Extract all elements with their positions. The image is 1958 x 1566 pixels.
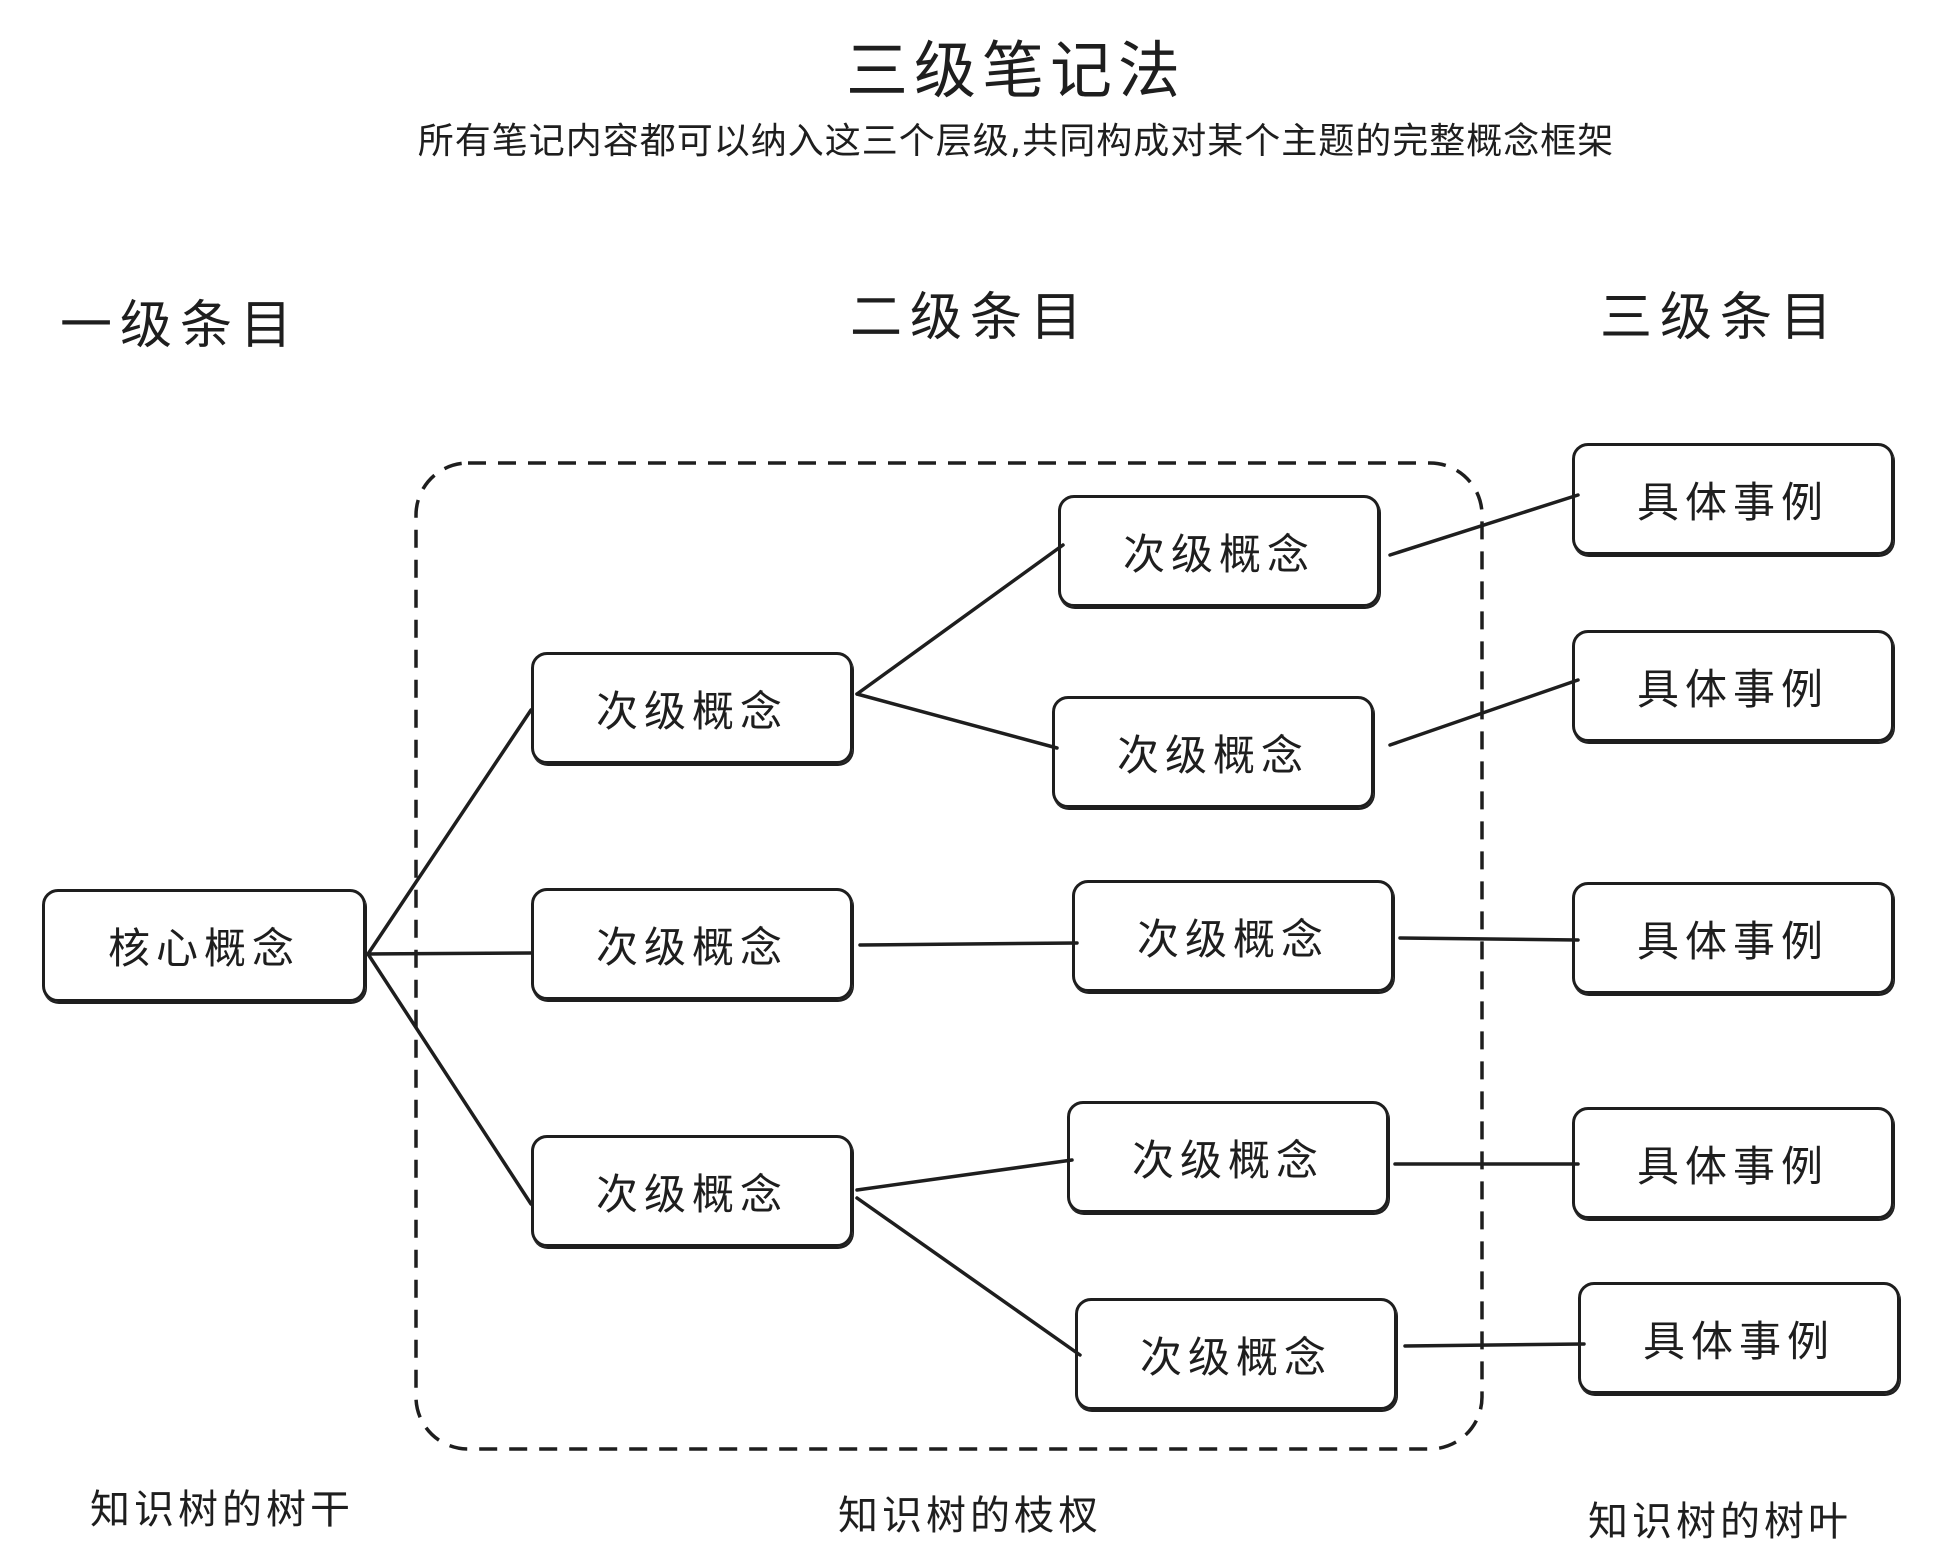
column-heading-level3: 三级条目 [1599,288,1840,348]
branch-concept-node-2[interactable]: 次级概念 [531,888,853,1000]
core-concept-node[interactable]: 核心概念 [42,889,366,1002]
edge-core-branch1 [366,708,533,956]
sub-concept-node-2[interactable]: 次级概念 [1052,696,1374,808]
sub-concept-node-3[interactable]: 次级概念 [1072,880,1394,992]
edge-branch2-sub3 [858,941,1079,947]
footer-label-branches: 知识树的枝杈 [838,1493,1102,1539]
edge-branch1-sub1 [855,543,1065,696]
edge-sub5-leaf5 [1403,1342,1586,1348]
diagram-subtitle: 所有笔记内容都可以纳入这三个层级,共同构成对某个主题的完整概念框架 [417,121,1615,162]
example-node-1[interactable]: 具体事例 [1572,443,1894,555]
edge-sub3-leaf3 [1398,936,1580,942]
footer-label-leaves: 知识树的树叶 [1588,1499,1852,1545]
edge-core-branch2 [366,951,533,956]
edge-branch1-sub2 [855,692,1059,750]
sub-concept-node-5[interactable]: 次级概念 [1075,1298,1397,1410]
branch-concept-node-1[interactable]: 次级概念 [531,652,853,764]
branch-concept-node-3[interactable]: 次级概念 [531,1135,853,1247]
level2-group-boundary [414,461,1484,1451]
footer-label-trunk: 知识树的树干 [90,1487,354,1533]
column-heading-level1: 一级条目 [59,296,300,356]
column-heading-level2: 二级条目 [849,288,1090,348]
example-node-4[interactable]: 具体事例 [1572,1107,1894,1219]
example-node-2[interactable]: 具体事例 [1572,630,1894,742]
diagram-title: 三级笔记法 [845,34,1186,107]
edge-core-branch3 [366,952,533,1206]
sub-concept-node-4[interactable]: 次级概念 [1067,1101,1389,1213]
edge-sub2-leaf2 [1388,678,1580,747]
edge-branch3-sub5 [855,1196,1082,1357]
sub-concept-node-1[interactable]: 次级概念 [1058,495,1380,607]
example-node-3[interactable]: 具体事例 [1572,882,1894,994]
edge-sub1-leaf1 [1388,493,1580,557]
edge-branch3-sub4 [855,1158,1074,1192]
example-node-5[interactable]: 具体事例 [1578,1282,1900,1394]
